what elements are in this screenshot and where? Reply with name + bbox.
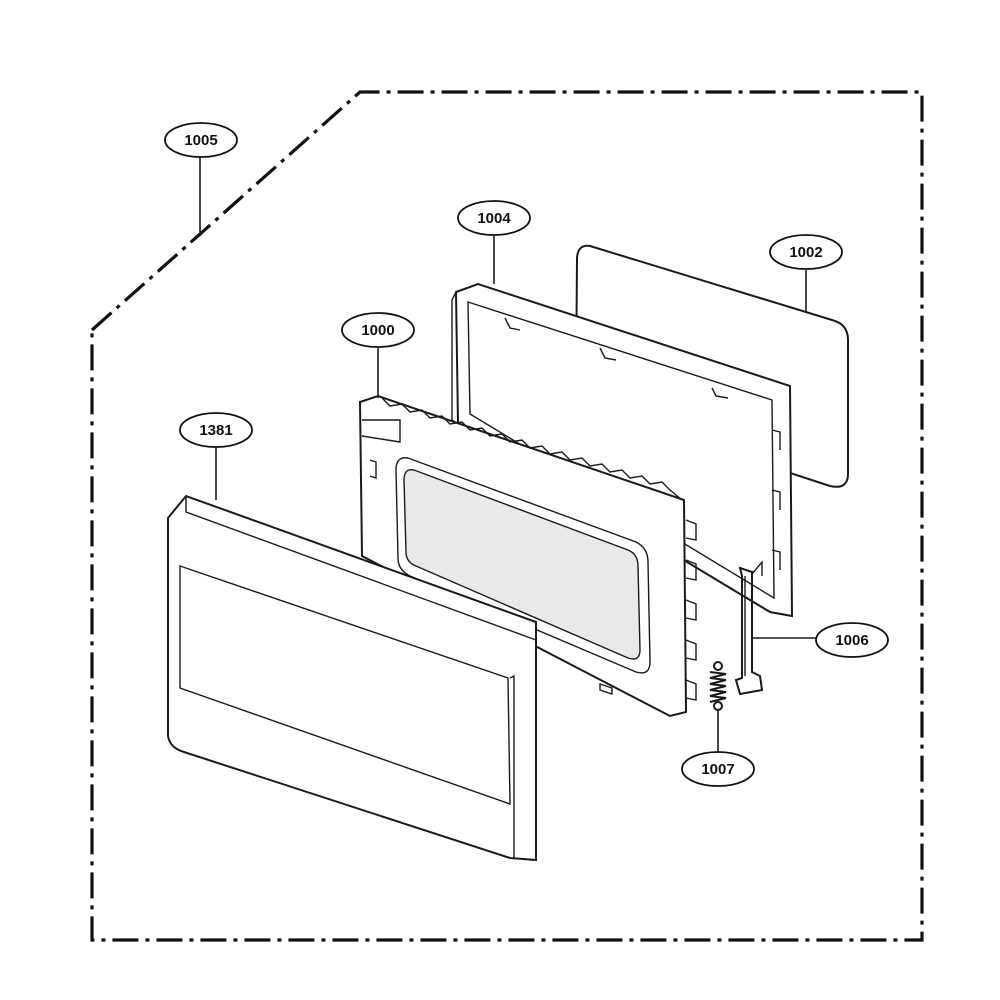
callout-1007: 1007	[681, 751, 755, 787]
callout-label: 1005	[184, 132, 217, 149]
mesh-window	[403, 469, 641, 660]
callout-label: 1004	[477, 210, 511, 227]
callout-1004: 1004	[457, 200, 531, 236]
choke-teeth	[381, 397, 683, 501]
part-1381-door-front	[167, 494, 537, 862]
callout-label: 1002	[789, 244, 822, 261]
callout-label: 1000	[361, 322, 394, 339]
callout-label: 1006	[835, 632, 868, 649]
mesh-window-rim	[395, 457, 651, 674]
part-1006-latch-hook	[734, 560, 764, 696]
callout-label: 1007	[701, 761, 734, 778]
part-1007-spring	[709, 661, 727, 711]
part-1000-door-base	[358, 394, 697, 718]
assembly-boundary	[90, 90, 924, 942]
callout-1381: 1381	[179, 412, 253, 448]
callout-1000: 1000	[341, 312, 415, 348]
callout-label: 1381	[199, 422, 232, 439]
callout-1005: 1005	[164, 122, 238, 158]
callout-1002: 1002	[769, 234, 843, 270]
callout-1006: 1006	[815, 622, 889, 658]
leader-lines	[199, 156, 818, 752]
